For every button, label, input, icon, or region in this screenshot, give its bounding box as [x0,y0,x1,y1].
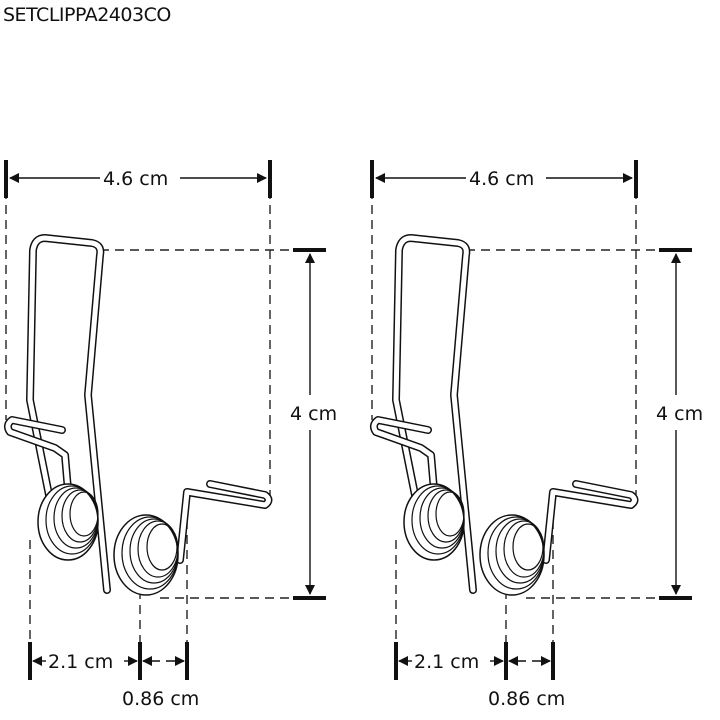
height-label-left: 4 cm [290,403,337,425]
coil-spacing-label-left: 2.1 cm [48,651,113,673]
coil-width-label-right: 0.86 cm [488,688,565,710]
clip-figure-left [6,160,326,680]
height-label-right: 4 cm [656,403,703,425]
product-code: SETCLIPPA2403CO [3,4,171,26]
width-label-left: 4.6 cm [103,168,168,190]
coil-width-label-left: 0.86 cm [122,688,199,710]
clip-figure-right [372,160,692,680]
width-label-right: 4.6 cm [469,168,534,190]
coil-spacing-label-right: 2.1 cm [414,651,479,673]
